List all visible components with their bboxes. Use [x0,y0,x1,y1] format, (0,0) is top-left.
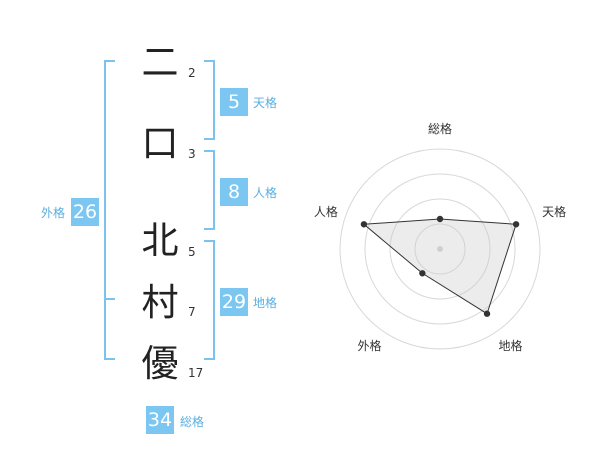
stroke-count-4: 7 [188,305,196,319]
radar-point-5 [360,221,368,228]
radar-point-4 [419,270,426,277]
tenkaku-label: 天格 [253,96,278,110]
jinkaku-value: 8 [220,178,248,206]
radar-series-area [362,218,517,315]
soukaku-value: 34 [146,406,174,434]
radar-axis-label-1: 総格 [428,121,452,136]
name-char-3: 北 [141,219,179,262]
name-char-4: 村 [141,281,179,324]
radar-point-1 [436,215,444,223]
stroke-count-3: 5 [188,245,196,259]
jinkaku-label: 人格 [253,186,278,200]
radar-point-2 [512,221,520,228]
radar-axis-label-2: 天格 [542,204,566,219]
radar-ring [414,223,466,275]
name-char-1: 二 [141,41,179,84]
radar-center [437,246,443,252]
chikaku-bracket [204,240,215,360]
gaikaku-bracket-mid [104,298,115,300]
radar-ring [364,173,516,325]
radar-axis-label-3: 地格 [499,338,523,353]
jinkaku-bracket [204,150,215,230]
gaikaku-bracket [104,60,115,360]
chikaku-value: 29 [220,288,248,316]
gaikaku-label: 外格 [41,206,66,220]
radar-ring [389,198,491,300]
soukaku-label: 総格 [180,415,205,429]
name-char-2: 口 [141,122,179,165]
radar-axis-label-4: 外格 [357,338,381,353]
stroke-count-1: 2 [188,66,196,80]
stroke-count-5: 17 [188,366,204,380]
gaikaku-value: 26 [71,198,99,226]
chikaku-label: 地格 [253,296,278,310]
tenkaku-bracket [204,60,215,140]
radar-point-3 [483,310,491,317]
radar-axis-label-5: 人格 [314,204,338,219]
tenkaku-value: 5 [220,88,248,116]
name-char-5: 優 [141,342,179,385]
stroke-count-2: 3 [188,147,196,161]
radar-ring [339,148,541,350]
